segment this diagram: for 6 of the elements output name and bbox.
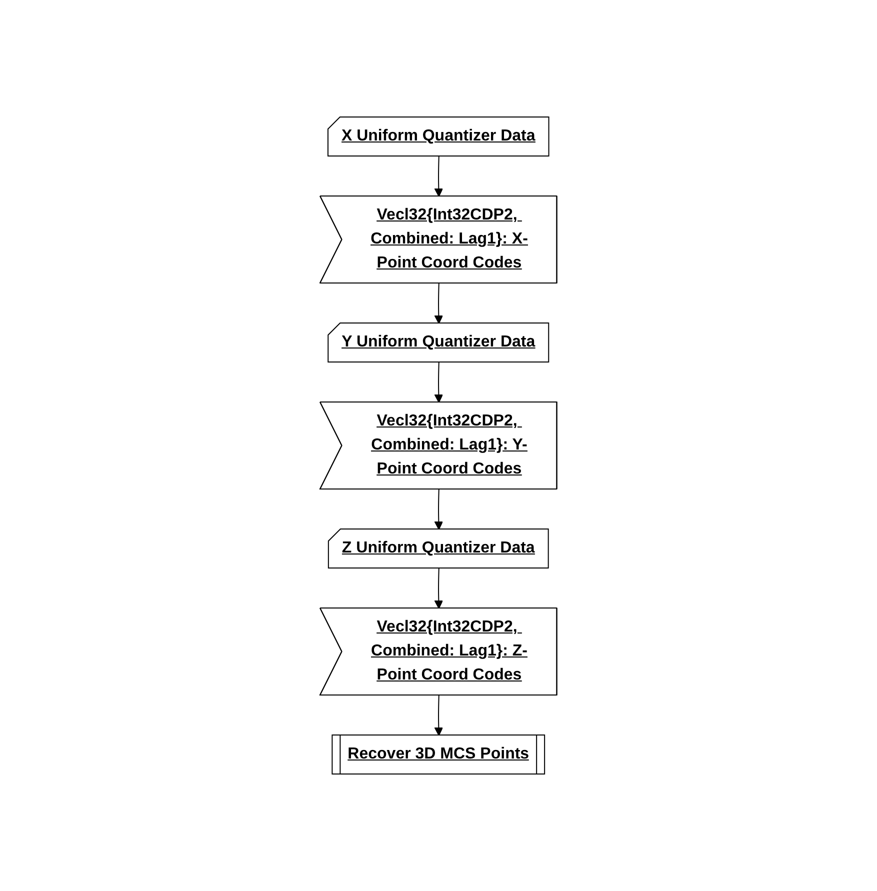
arrow [434,695,444,736]
arrow [434,362,444,403]
arrow [434,568,444,609]
arrow [434,489,444,530]
arrow [434,156,444,197]
arrow [434,283,444,324]
